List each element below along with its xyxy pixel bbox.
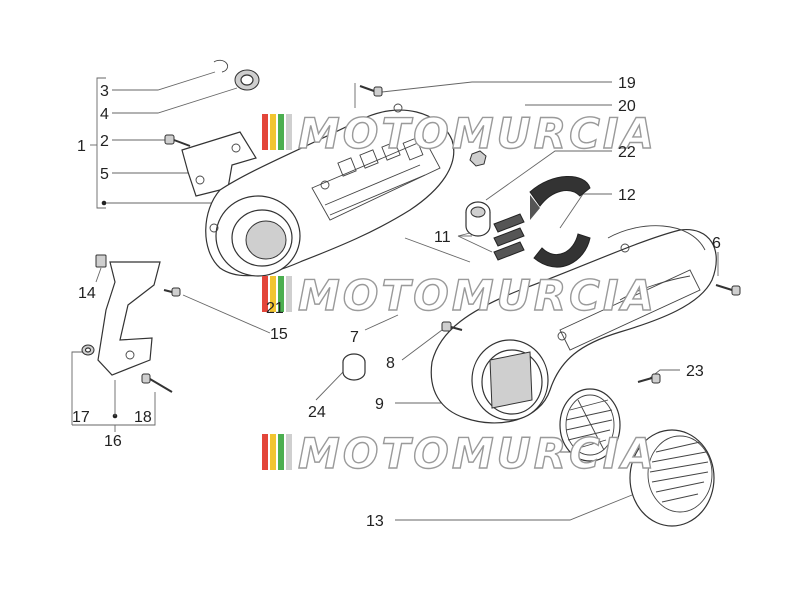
label-1: 1 [77, 138, 86, 155]
filter-grille-part-9 [559, 388, 621, 462]
circlip-part-3 [213, 59, 229, 73]
stripe-red [262, 114, 268, 150]
leader-lines [71, 71, 719, 521]
watermark-top: MOTOMURCIA [262, 108, 657, 159]
bolt-part-18 [141, 373, 173, 393]
watermark-bottom: MOTOMURCIA [262, 428, 657, 479]
bearing-sleeve-part-22 [465, 201, 491, 237]
watermark-text: MOTOMURCIA [298, 429, 657, 478]
label-3: 3 [100, 83, 109, 100]
outer-transmission-cover-part-7 [430, 225, 717, 424]
stripe-green [278, 114, 284, 150]
label-7: 7 [350, 329, 359, 346]
label-16: 16 [104, 433, 122, 450]
label-15: 15 [270, 326, 288, 343]
label-23: 23 [686, 363, 704, 380]
label-8: 8 [386, 355, 395, 372]
clutch-shoes-part-12 [529, 175, 591, 268]
label-22: 22 [618, 144, 636, 161]
stripe-grey [286, 114, 292, 150]
nut-part-14 [95, 254, 107, 268]
watermark-middle: MOTOMURCIA [262, 270, 657, 321]
frame-bracket-part-16 [97, 261, 161, 376]
washer-part-17 [81, 344, 95, 356]
slider-blocks-part-11 [493, 213, 525, 261]
label-9: 9 [375, 396, 384, 413]
hose-clamp-part-24 [342, 353, 366, 381]
label-12: 12 [618, 187, 636, 204]
stripe-yellow [270, 114, 276, 150]
screw-part-15 [163, 287, 181, 297]
screw-part-6 [715, 284, 741, 296]
inner-crankcase-cover-part-1 [205, 103, 455, 277]
label-18: 18 [134, 409, 152, 426]
cover-cap-part-13 [629, 429, 715, 527]
label-5: 5 [100, 166, 109, 183]
label-20: 20 [618, 98, 636, 115]
label-6: 6 [712, 235, 721, 252]
label-19: 19 [618, 75, 636, 92]
watermark-text: MOTOMURCIA [298, 109, 657, 158]
label-13: 13 [366, 513, 384, 530]
bearing-part-4 [234, 69, 260, 91]
label-2: 2 [100, 133, 109, 150]
part-labels: 3 4 1 2 5 19 20 22 12 11 6 14 21 15 7 8 … [72, 75, 721, 530]
label-21: 21 [266, 300, 284, 317]
bracket-plate-part-5 [181, 131, 257, 197]
screw-part-23 [637, 373, 661, 384]
label-4: 4 [100, 106, 109, 123]
watermark-text: MOTOMURCIA [298, 271, 657, 320]
label-14: 14 [78, 285, 96, 302]
bracket-group-1 [96, 77, 106, 209]
label-11: 11 [434, 229, 451, 246]
screw-part-2 [164, 134, 191, 147]
label-24: 24 [308, 404, 326, 421]
screw-part-8 [441, 321, 463, 332]
label-17: 17 [72, 409, 90, 426]
nut-small [469, 150, 487, 167]
screw-part-19 [359, 85, 383, 97]
reference-dot [101, 200, 107, 206]
